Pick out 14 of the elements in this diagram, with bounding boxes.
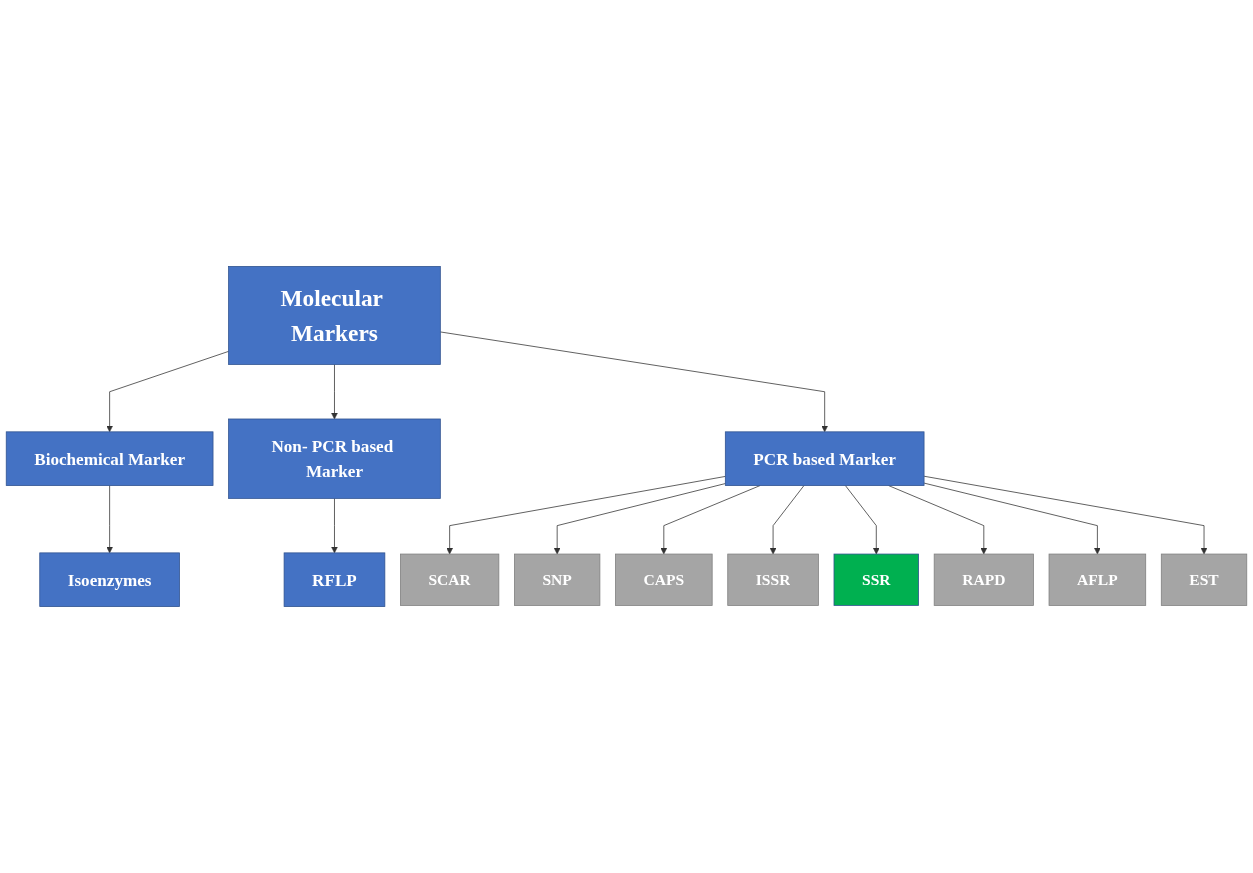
node-box: ISSR <box>727 553 819 606</box>
node-box: SSR <box>833 553 919 606</box>
node-box: Non- PCR based Marker <box>228 418 441 499</box>
node-box: Molecular Markers <box>228 266 441 365</box>
node-box: PCR based Marker <box>724 431 925 486</box>
node-box: Biochemical Marker <box>5 431 214 486</box>
node-box: EST <box>1160 553 1248 606</box>
node-box: SCAR <box>400 553 500 606</box>
node-box: RAPD <box>933 553 1034 606</box>
node-box: CAPS <box>615 553 713 606</box>
node-box: RFLP <box>283 552 386 607</box>
node-box: Isoenzymes <box>39 552 180 607</box>
node-box: AFLP <box>1048 553 1147 606</box>
node-box: SNP <box>514 553 601 606</box>
